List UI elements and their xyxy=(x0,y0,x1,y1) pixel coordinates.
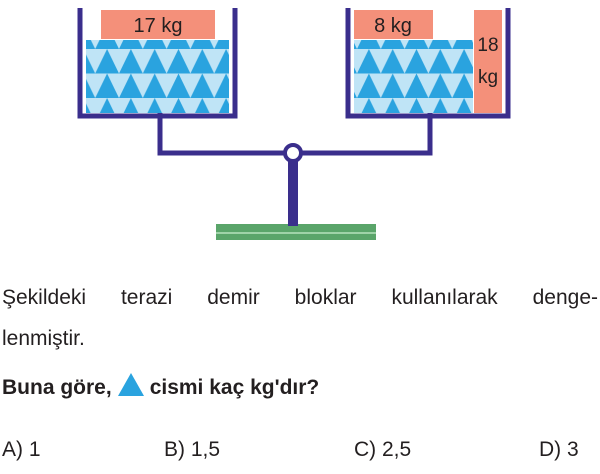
right-pan xyxy=(345,8,511,119)
balance-scale-figure: 17 kg 8 kg 18 kg xyxy=(77,8,511,240)
right-pan-small-block xyxy=(354,10,433,39)
right-pan-tall-block xyxy=(474,10,502,113)
left-pan-block-label: 17 kg xyxy=(134,15,183,37)
right-pan-tall-block-line2: kg xyxy=(478,67,498,88)
question: Buna göre, cismi kaç kg'dır? xyxy=(2,373,319,402)
option-d[interactable]: D) 3 xyxy=(539,438,579,461)
blue-triangle-icon xyxy=(117,373,144,402)
stand-post xyxy=(288,156,298,226)
option-a[interactable]: A) 1 xyxy=(2,438,41,461)
pivot xyxy=(283,143,303,163)
left-pan xyxy=(77,8,238,119)
paragraph-line-2: lenmiştir. xyxy=(2,327,85,350)
right-pan-tall-block-line1: 18 xyxy=(477,35,498,56)
option-c[interactable]: C) 2,5 xyxy=(354,438,412,461)
question-before: Buna göre, xyxy=(2,376,112,399)
left-pan-triangles xyxy=(86,40,229,113)
paragraph-line-1: Şekildeki terazi demir bloklar kullanıla… xyxy=(2,286,598,309)
option-b[interactable]: B) 1,5 xyxy=(164,438,221,461)
right-pan-triangles xyxy=(354,40,473,113)
question-after: cismi kaç kg'dır? xyxy=(149,376,320,399)
left-pan-block xyxy=(101,10,215,39)
right-pan-small-block-label: 8 kg xyxy=(374,15,412,37)
